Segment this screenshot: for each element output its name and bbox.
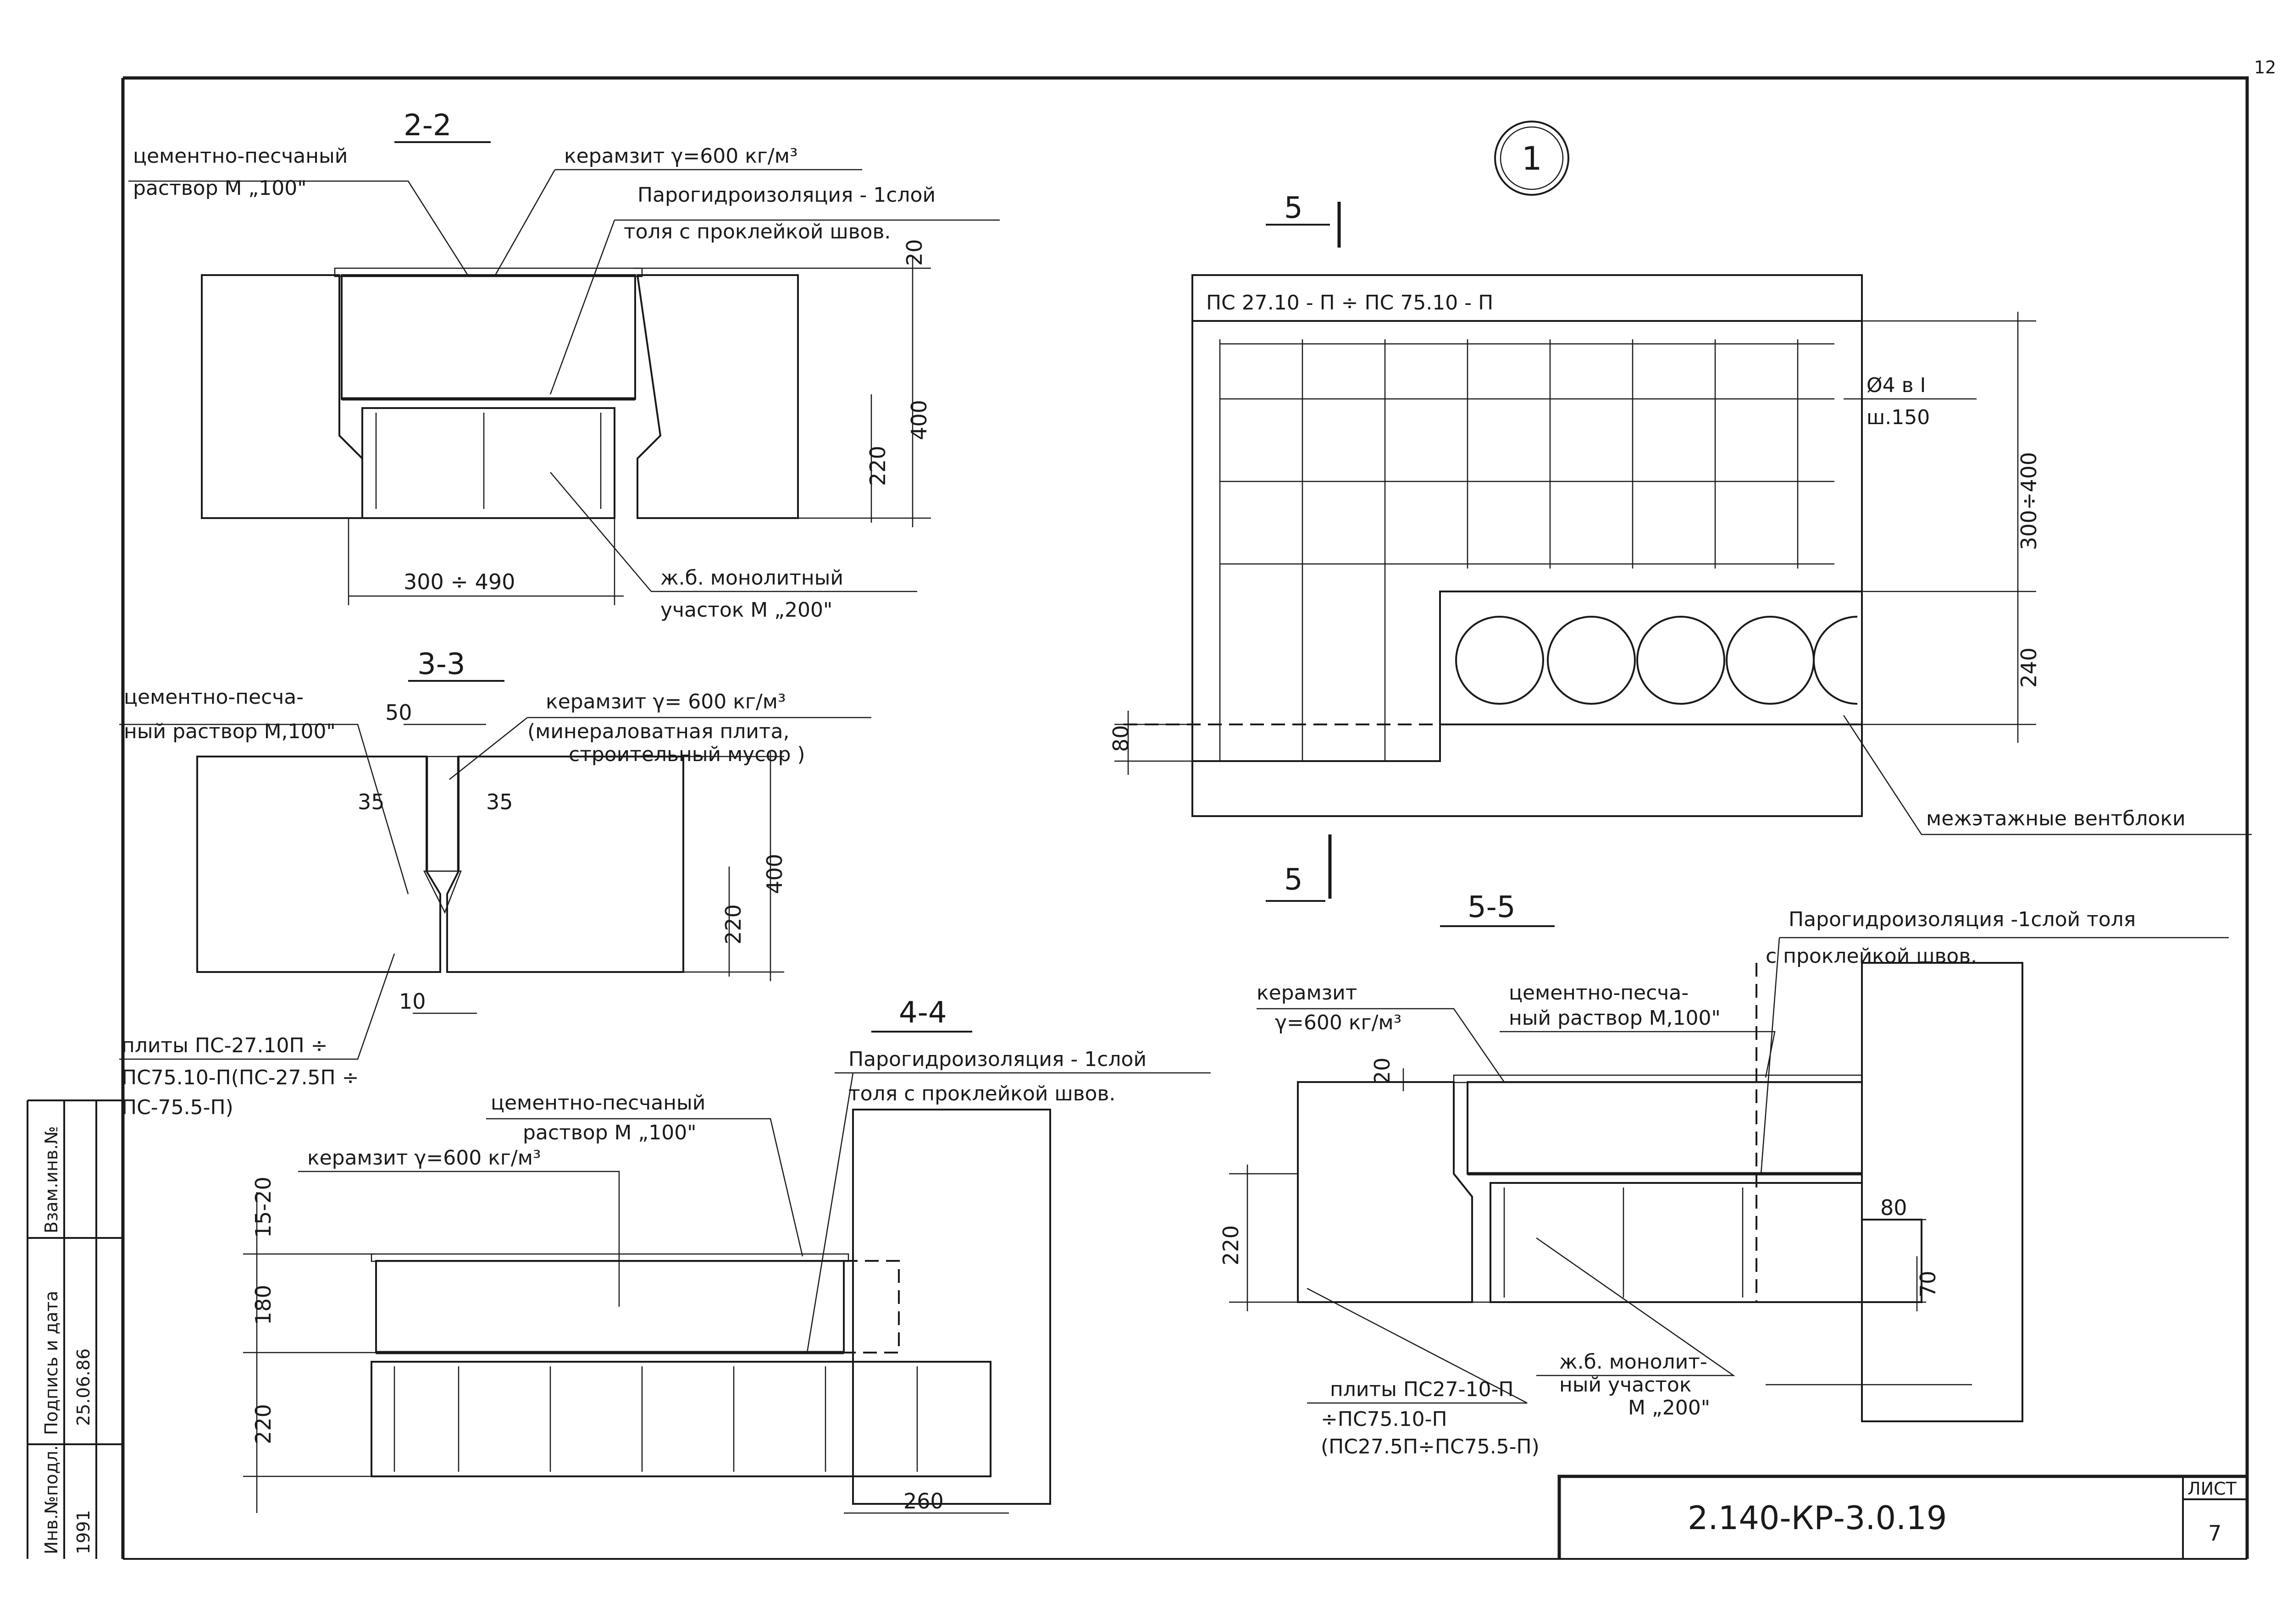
dim-10: 10	[399, 989, 426, 1014]
label-mortar-line2: ный раствор М,100"	[124, 720, 336, 743]
label-mortar-line2: ный раствор М,100"	[1509, 1006, 1721, 1030]
dim-180: 180	[251, 1285, 276, 1325]
label-slabs-line1: плиты ПС27-10-П	[1330, 1378, 1513, 1401]
label-monolith-line1: ж.б. монолитный	[660, 566, 843, 590]
label-slabs-line2: ПС75.10-П(ПС-27.5П ÷	[122, 1066, 359, 1089]
dim-80: 80	[1108, 725, 1133, 752]
sheet-number: 7	[2208, 1521, 2221, 1546]
label-rebar-line1: Ø4 в I	[1867, 374, 1926, 397]
label-keramzit-line2: γ=600 кг/м³	[1275, 1011, 1401, 1034]
dim-width: 300 ÷ 490	[404, 569, 515, 594]
dim-35-right: 35	[486, 790, 513, 814]
section-3-3: 3-3 50 35 35 400 220 10 цементно-песча- …	[119, 647, 871, 1119]
label-slabs-line3: ПС-75.5-П)	[122, 1096, 233, 1119]
dim-15-20: 15-20	[251, 1177, 276, 1238]
section-4-4: 4-4 15-20 180 220 260	[243, 996, 1211, 1514]
label-mortar-line1: цементно-песчаный	[133, 144, 348, 168]
strip-sign: Подпись и дата	[41, 1291, 61, 1435]
circle-number: 1	[1522, 140, 1542, 177]
plan-detail-1: 1 5 5	[1108, 121, 2252, 902]
label-vapor-line2: с проклейкой швов.	[1766, 945, 1977, 968]
side-strip: Взам.инв.№ Подпись и дата 25.06.86 Инв.№…	[28, 1099, 123, 1559]
label-keramzit: керамзит γ=600 кг/м³	[564, 144, 798, 168]
dim-20: 20	[902, 239, 927, 266]
dim-240: 240	[2016, 647, 2041, 688]
label-vent: межэтажные вентблоки	[1926, 807, 2186, 830]
dim-220: 220	[1219, 1225, 1243, 1265]
section-5-5: 5-5 220 20 80 70 Парогидр	[1219, 890, 2229, 1458]
label-monolith-line2: ный участок	[1559, 1373, 1691, 1397]
label-vapor-line1: Парогидроизоляция -1слой толя	[1789, 908, 2136, 931]
dim-260: 260	[903, 1489, 944, 1514]
strip-orig: Инв.№подл.	[41, 1445, 61, 1554]
label-keramzit-line3: строительный мусор )	[569, 743, 805, 766]
drawing-code: 2.140-КР-3.0.19	[1688, 1499, 1947, 1537]
label-vapor-line2: толя с проклейкой швов.	[624, 220, 891, 243]
label-keramzit-line1: керамзит γ= 600 кг/м³	[546, 690, 786, 713]
label-vapor-line1: Парогидроизоляция - 1слой	[637, 183, 936, 207]
label-rebar-line2: ш.150	[1867, 406, 1930, 429]
dim-20: 20	[1370, 1057, 1395, 1084]
section-2-2-title: 2-2	[404, 109, 452, 143]
label-monolith-line1: ж.б. монолит-	[1559, 1350, 1707, 1374]
label-vapor-line2: толя с проклейкой швов.	[848, 1082, 1115, 1105]
strip-orig-num: 1991	[73, 1510, 94, 1554]
dim-400: 400	[907, 400, 931, 440]
label-keramzit-line1: керамзит	[1257, 981, 1357, 1005]
label-mortar-line1: цементно-песча-	[1509, 981, 1689, 1005]
rebar-grid	[1219, 339, 1834, 761]
section-4-4-title: 4-4	[899, 996, 947, 1030]
dim-80: 80	[1880, 1195, 1907, 1220]
dim-220: 220	[721, 904, 746, 945]
label-keramzit: керамзит γ=600 кг/м³	[307, 1146, 541, 1170]
label-mortar-line1: цементно-песча-	[124, 685, 304, 709]
label-monolith-line3: М „200"	[1628, 1396, 1710, 1420]
label-slabs-line3: (ПС27.5П÷ПС75.5-П)	[1321, 1435, 1540, 1458]
label-slabs-line1: плиты ПС-27.10П ÷	[122, 1034, 327, 1057]
label-keramzit-line2: (минераловатная плита,	[527, 720, 790, 743]
strip-inv: Взам.инв.№	[41, 1126, 61, 1233]
label-monolith-line2: участок М „200"	[660, 598, 832, 622]
section-5-5-title: 5-5	[1468, 890, 1516, 924]
sheet-frame	[27, 76, 2249, 1560]
section-2-2: 2-2 20 400 220 300 ÷ 490 цементно-п	[128, 109, 1000, 622]
dim-400: 400	[762, 854, 787, 894]
dim-220: 220	[251, 1404, 276, 1444]
section-3-3-title: 3-3	[417, 647, 465, 681]
dim-300-400: 300÷400	[2016, 452, 2041, 550]
sheet-label: ЛИСТ	[2188, 1479, 2237, 1499]
label-mortar-line2: раствор М „100"	[523, 1121, 696, 1144]
cut-mark-top: 5	[1284, 191, 1303, 225]
label-mortar-line1: цементно-песчаный	[491, 1091, 705, 1115]
label-slabs-line2: ÷ПС75.10-П	[1321, 1408, 1447, 1431]
dim-35-left: 35	[358, 790, 385, 814]
strip-date: 25.06.86	[73, 1348, 94, 1426]
label-mortar-line2: раствор М „100"	[133, 177, 306, 200]
title-stamp: 2.140-КР-3.0.19 ЛИСТ 7	[1557, 1475, 2247, 1559]
dim-220: 220	[865, 446, 890, 486]
cut-mark-bottom: 5	[1284, 863, 1303, 897]
dim-50: 50	[385, 700, 412, 725]
corner-number: 12	[2254, 57, 2276, 77]
label-slab: ПС 27.10 - П ÷ ПС 75.10 - П	[1206, 291, 1493, 315]
dim-70: 70	[1916, 1270, 1940, 1298]
label-vapor-line1: Парогидроизоляция - 1слой	[848, 1048, 1146, 1071]
